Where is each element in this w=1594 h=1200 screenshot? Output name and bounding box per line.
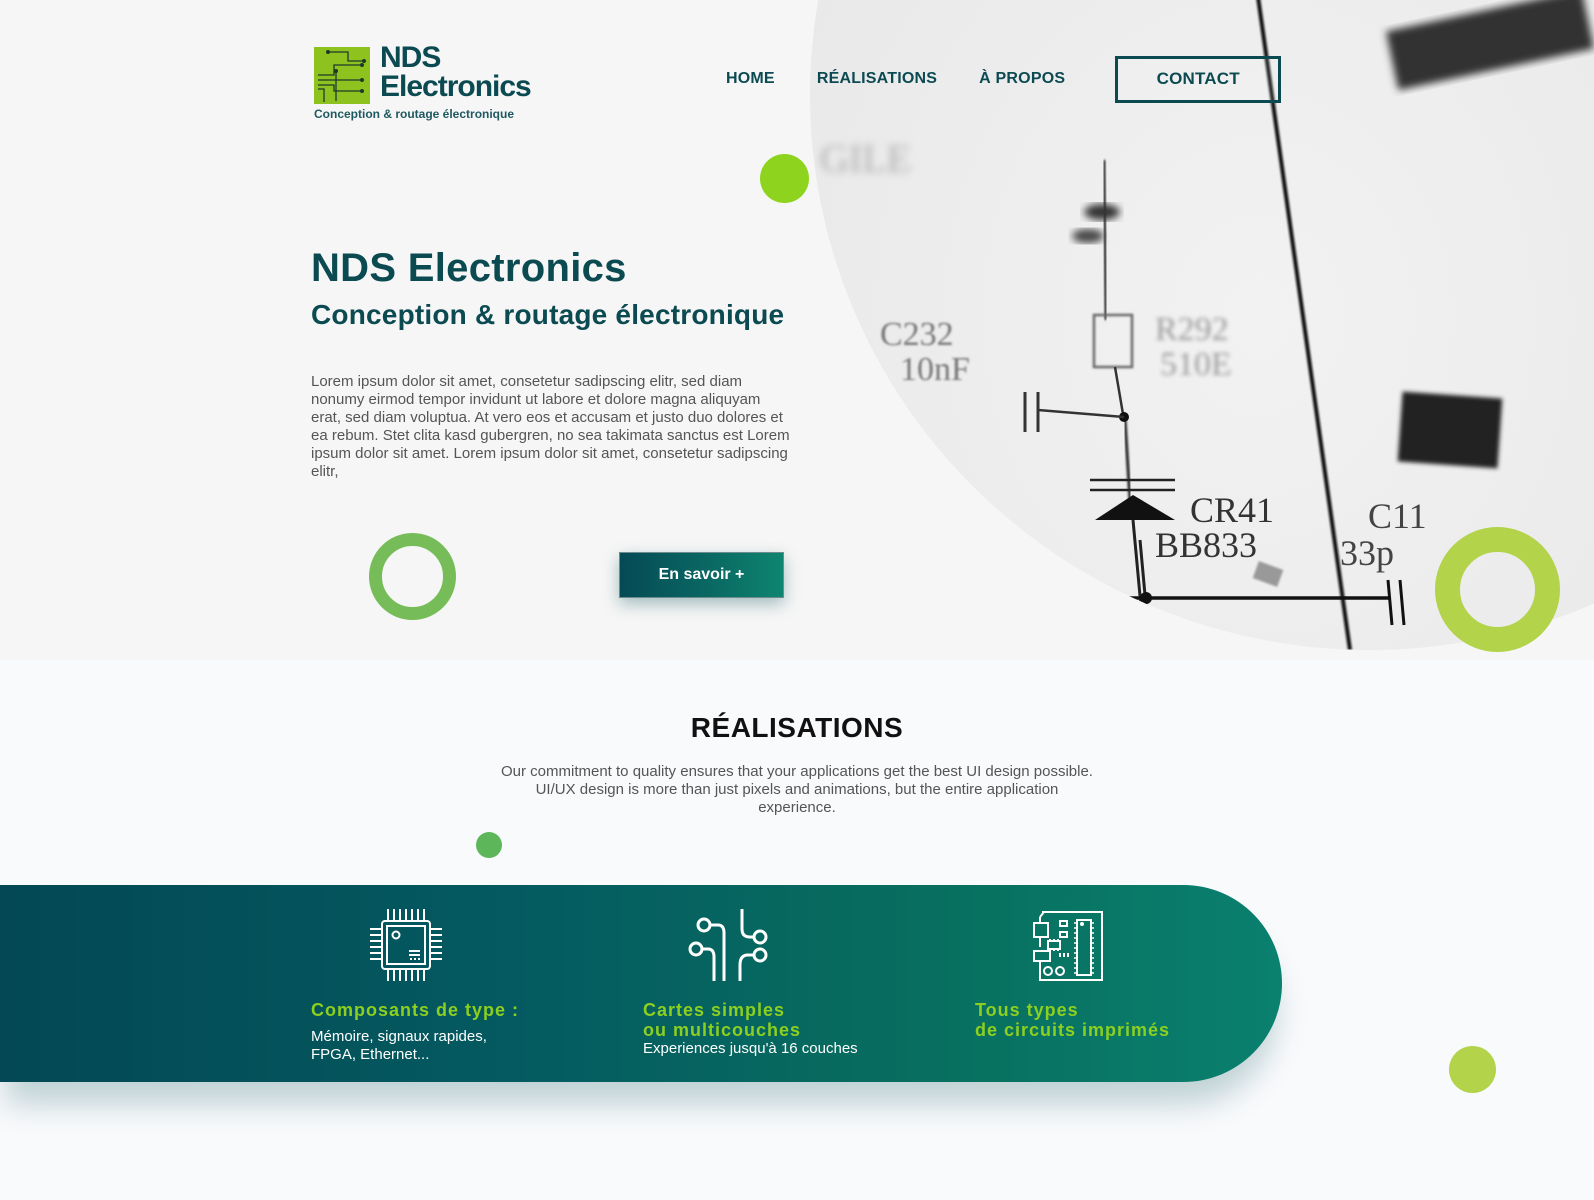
svg-text:CR41: CR41	[1190, 490, 1274, 530]
hero-body-text: Lorem ipsum dolor sit amet, consetetur s…	[311, 373, 790, 480]
contact-button[interactable]: CONTACT	[1115, 55, 1282, 103]
svg-text:C11: C11	[1368, 496, 1427, 536]
svg-text:510E: 510E	[1160, 346, 1232, 383]
section-title-realisations: RÉALISATIONS	[690, 712, 904, 743]
feature-title: Composants de type :	[311, 1000, 520, 1020]
decorative-small-dot	[476, 832, 502, 858]
svg-text:BB833: BB833	[1155, 525, 1257, 565]
svg-text:10nF: 10nF	[900, 351, 970, 388]
section-description: Our commitment to quality ensures that y…	[501, 763, 1093, 816]
circuit-traces-icon	[686, 907, 774, 988]
main-nav: HOME RÉALISATIONS À PROPOS CONTACT	[726, 55, 1282, 103]
nav-a-propos[interactable]: À PROPOS	[979, 70, 1066, 87]
svg-text:GILE: GILE	[820, 136, 911, 181]
schematic-illustration: C232 10nF R292 510E CR41 BB833 C11 33p G…	[820, 0, 1594, 650]
logo-name: NDS Electronics	[380, 41, 532, 103]
logo-circuit-icon	[314, 47, 370, 104]
pcb-board-icon	[1032, 911, 1104, 988]
svg-text:33p: 33p	[1340, 533, 1394, 573]
decorative-ring	[369, 533, 456, 620]
svg-text:C232: C232	[880, 316, 954, 353]
features-band: Composants de type : Mémoire, signaux ra…	[0, 885, 1282, 1082]
brand-logo[interactable]: NDS Electronics Conception & routage éle…	[314, 41, 532, 121]
nav-home[interactable]: HOME	[726, 70, 775, 87]
learn-more-button[interactable]: En savoir +	[619, 552, 784, 598]
hero-subtitle: Conception & routage électronique	[311, 299, 785, 330]
feature-description: Mémoire, signaux rapides, FPGA, Ethernet…	[311, 1028, 487, 1063]
feature-title: Cartes simples ou multicouches	[643, 1000, 802, 1040]
svg-text:R292: R292	[1155, 311, 1229, 348]
decorative-ring-large	[1435, 527, 1560, 652]
hero-section: C232 10nF R292 510E CR41 BB833 C11 33p G…	[311, 0, 1594, 652]
decorative-lime-dot	[1449, 1046, 1496, 1093]
chip-icon	[368, 907, 444, 988]
feature-description: Experiences jusqu'à 16 couches	[643, 1040, 858, 1057]
feature-title: Tous types de circuits imprimés	[975, 1000, 1171, 1040]
hero-title: NDS Electronics	[311, 246, 627, 290]
schematic-photo: C232 10nF R292 510E CR41 BB833 C11 33p G…	[810, 0, 1594, 650]
logo-tagline: Conception & routage électronique	[314, 107, 515, 121]
nav-realisations[interactable]: RÉALISATIONS	[816, 70, 938, 87]
decorative-green-dot	[760, 154, 809, 203]
